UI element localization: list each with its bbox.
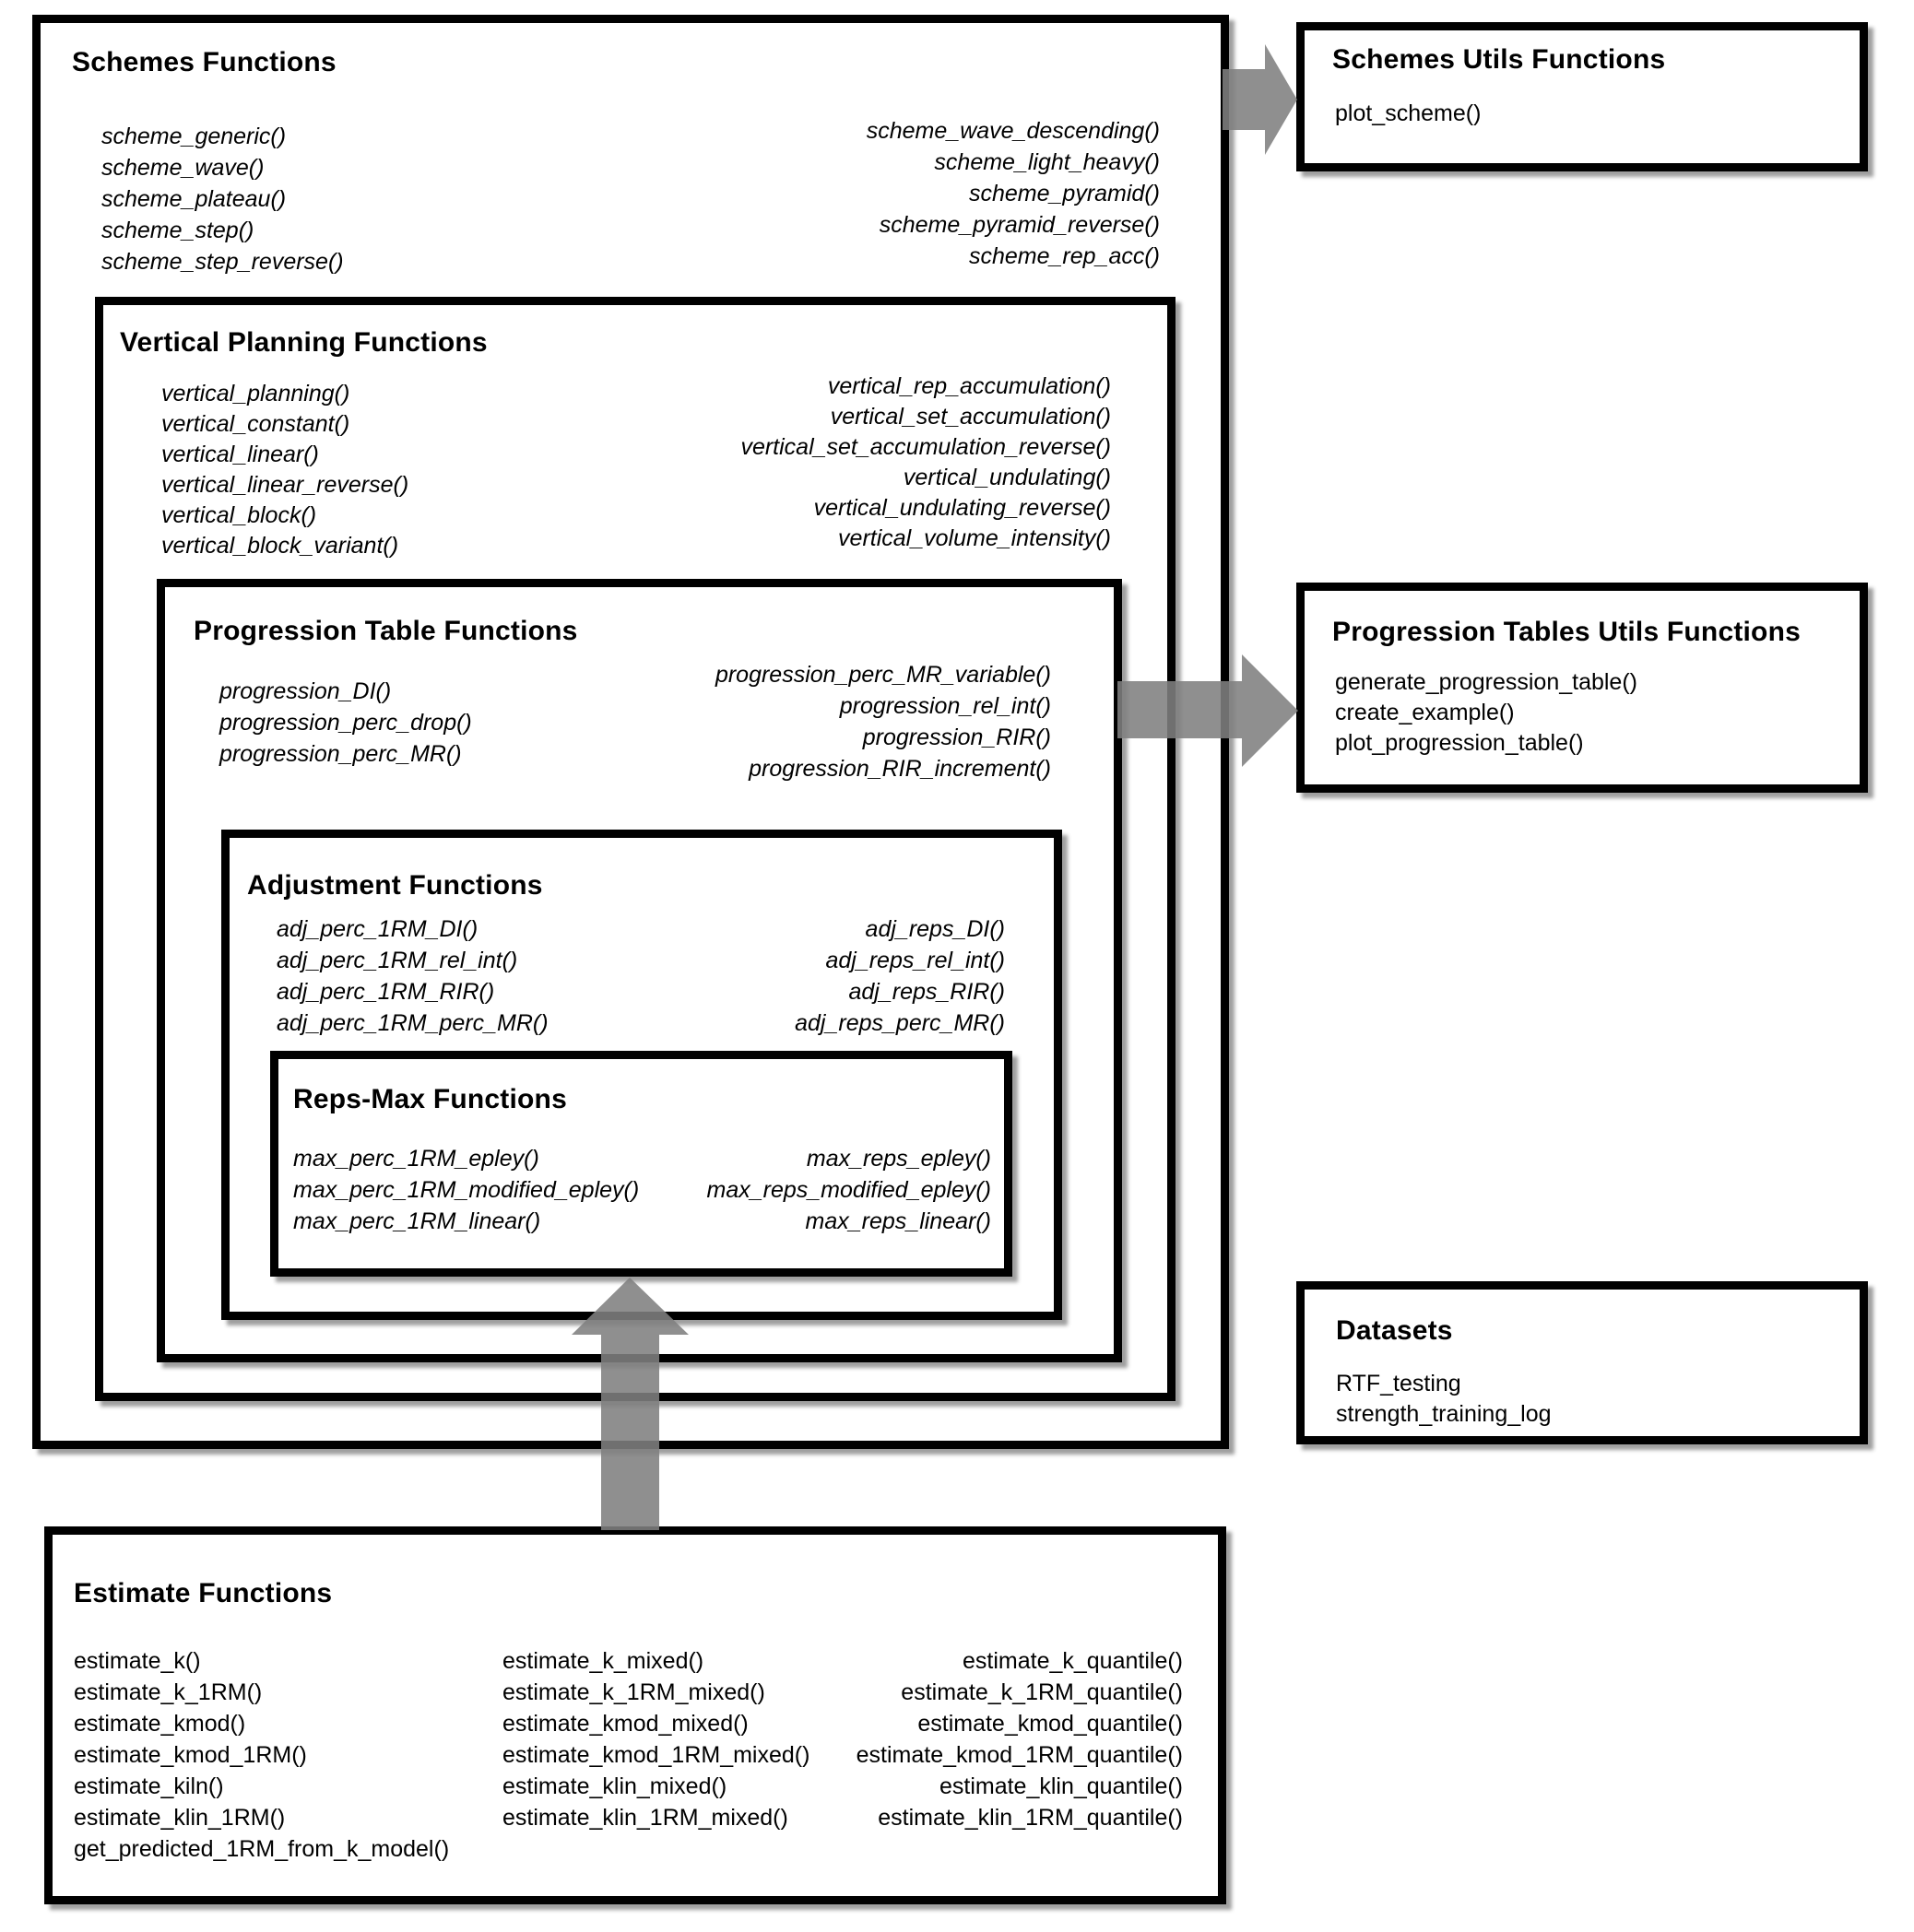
function-item: estimate_kmod_quantile() [917,1711,1183,1737]
function-item: vertical_linear_reverse() [161,472,409,498]
function-item: RTF_testing [1336,1371,1461,1396]
schemes-functions-title: Schemes Functions [72,47,337,77]
progression-table-list-right: progression_perc_MR_variable() progressio… [715,659,1051,784]
function-item: estimate_klin_1RM_mixed() [502,1805,788,1831]
function-item: vertical_set_accumulation_reverse() [740,434,1111,460]
function-item: get_predicted_1RM_from_k_model() [74,1836,450,1862]
function-item: estimate_k_1RM_quantile() [901,1679,1183,1705]
function-item: max_reps_epley() [806,1146,991,1172]
function-item: scheme_light_heavy() [934,149,1160,175]
function-item: estimate_klin_1RM() [74,1805,286,1831]
datasets-box: Datasets RTF_testing strength_training_lo… [1296,1281,1868,1444]
function-item: vertical_block_variant() [161,533,399,559]
function-item: adj_perc_1RM_perc_MR() [277,1010,549,1036]
function-item: scheme_wave_descending() [866,118,1160,144]
function-item: scheme_pyramid() [968,181,1160,206]
reps-max-list-left: max_perc_1RM_epley() max_perc_1RM_modifie… [293,1143,639,1237]
function-item: generate_progression_table() [1335,669,1637,695]
function-item: progression_RIR_increment() [749,756,1051,782]
arrow-schemes-to-schemes-utils-icon [1223,44,1297,155]
function-item: estimate_k() [74,1648,201,1674]
function-item: vertical_rep_accumulation() [827,373,1111,399]
function-item: adj_perc_1RM_rel_int() [277,948,518,973]
adjustment-list-right: adj_reps_DI() adj_reps_rel_int() adj_reps_… [795,913,1005,1039]
function-item: estimate_klin_1RM_quantile() [878,1805,1183,1831]
function-item: estimate_kmod_1RM_mixed() [502,1742,810,1768]
function-item: progression_rel_int() [839,693,1051,719]
function-item: vertical_planning() [161,381,350,406]
function-item: scheme_rep_acc() [968,243,1160,269]
progression-table-functions-title: Progression Table Functions [194,616,578,646]
function-item: scheme_wave() [101,155,265,181]
function-item: scheme_pyramid_reverse() [879,212,1160,238]
function-item: max_perc_1RM_modified_epley() [293,1177,640,1203]
function-item: adj_perc_1RM_RIR() [277,979,495,1005]
function-item: scheme_plateau() [101,186,287,212]
function-item: estimate_kmod_1RM() [74,1742,307,1768]
reps-max-functions-box: Reps-Max Functions max_perc_1RM_epley()m… [270,1051,1012,1277]
function-item: estimate_klin_mixed() [502,1773,727,1799]
estimate-functions-box: Estimate Functions estimate_k()estimate_… [44,1526,1226,1904]
function-item: estimate_k_1RM_mixed() [502,1679,765,1705]
datasets-title: Datasets [1336,1315,1453,1346]
function-item: scheme_step() [101,218,254,243]
function-item: adj_reps_perc_MR() [795,1010,1005,1036]
function-item: estimate_klin_quantile() [939,1773,1183,1799]
adjustment-functions-title: Adjustment Functions [247,870,543,901]
function-item: max_perc_1RM_linear() [293,1208,541,1234]
function-item: vertical_volume_intensity() [838,525,1111,551]
function-item: max_reps_linear() [805,1208,991,1234]
progression-tables-utils-functions-box: Progression Tables Utils Functions gener… [1296,583,1868,793]
progression-tables-utils-functions-title: Progression Tables Utils Functions [1332,617,1801,647]
function-item: progression_perc_MR() [219,741,462,767]
function-item: estimate_k_mixed() [502,1648,704,1674]
function-item: estimate_k_quantile() [962,1648,1183,1674]
vertical-planning-list-right: vertical_rep_accumulation() vertical_set_… [740,371,1111,554]
function-item: plot_scheme() [1335,100,1482,126]
function-item: adj_reps_rel_int() [825,948,1005,973]
function-item: adj_perc_1RM_DI() [277,916,478,942]
function-item: create_example() [1335,700,1515,725]
function-item: adj_reps_RIR() [848,979,1005,1005]
schemes-functions-list-right: scheme_wave_descending() scheme_light_hea… [867,115,1160,272]
datasets-list: RTF_testing strength_training_log [1336,1369,1552,1430]
function-item: vertical_linear() [161,442,319,467]
estimate-list-col1: estimate_k() estimate_k_1RM() estimate_kmo… [74,1645,449,1865]
function-item: max_perc_1RM_epley() [293,1146,539,1172]
function-item: progression_RIR() [862,724,1051,750]
schemes-utils-list: plot_scheme() [1335,99,1481,129]
adjustment-list-left: adj_perc_1RM_DI() adj_perc_1RM_rel_int()a… [277,913,549,1039]
function-item: estimate_k_1RM() [74,1679,263,1705]
vertical-planning-list-left: vertical_planning() vertical_constant()ve… [161,379,408,561]
function-item: vertical_constant() [161,411,350,437]
schemes-utils-functions-box: Schemes Utils Functions plot_scheme() [1296,22,1868,171]
estimate-functions-title: Estimate Functions [74,1578,333,1608]
reps-max-list-right: max_reps_epley() max_reps_modified_epley(… [707,1143,991,1237]
vertical-planning-functions-title: Vertical Planning Functions [120,327,488,358]
function-item: progression_perc_drop() [219,710,472,736]
function-item: vertical_undulating_reverse() [813,495,1111,521]
function-item: scheme_step_reverse() [101,249,344,275]
function-item: estimate_kmod_mixed() [502,1711,749,1737]
progression-table-list-left: progression_DI() progression_perc_drop()p… [219,676,472,770]
estimate-list-col3: estimate_k_quantile() estimate_k_1RM_quan… [857,1645,1183,1833]
schemes-utils-functions-title: Schemes Utils Functions [1332,44,1666,75]
schemes-functions-list-left: scheme_generic() scheme_wave() scheme_plat… [101,121,344,277]
function-item: vertical_set_accumulation() [830,404,1111,430]
progression-tables-utils-list: generate_progression_table() create_examp… [1335,667,1637,759]
function-item: estimate_kmod_1RM_quantile() [856,1742,1183,1768]
function-item: max_reps_modified_epley() [706,1177,991,1203]
function-item: progression_DI() [219,678,392,704]
function-item: estimate_kiln() [74,1773,224,1799]
function-item: plot_progression_table() [1335,730,1584,756]
function-item: scheme_generic() [101,124,287,149]
reps-max-functions-title: Reps-Max Functions [293,1084,567,1114]
function-item: adj_reps_DI() [865,916,1005,942]
estimate-list-col2: estimate_k_mixed() estimate_k_1RM_mixed()… [502,1645,809,1833]
function-item: vertical_block() [161,502,317,528]
function-item: estimate_kmod() [74,1711,246,1737]
function-item: strength_training_log [1336,1401,1552,1427]
function-item: progression_perc_MR_variable() [715,662,1051,688]
function-item: vertical_undulating() [903,465,1111,490]
